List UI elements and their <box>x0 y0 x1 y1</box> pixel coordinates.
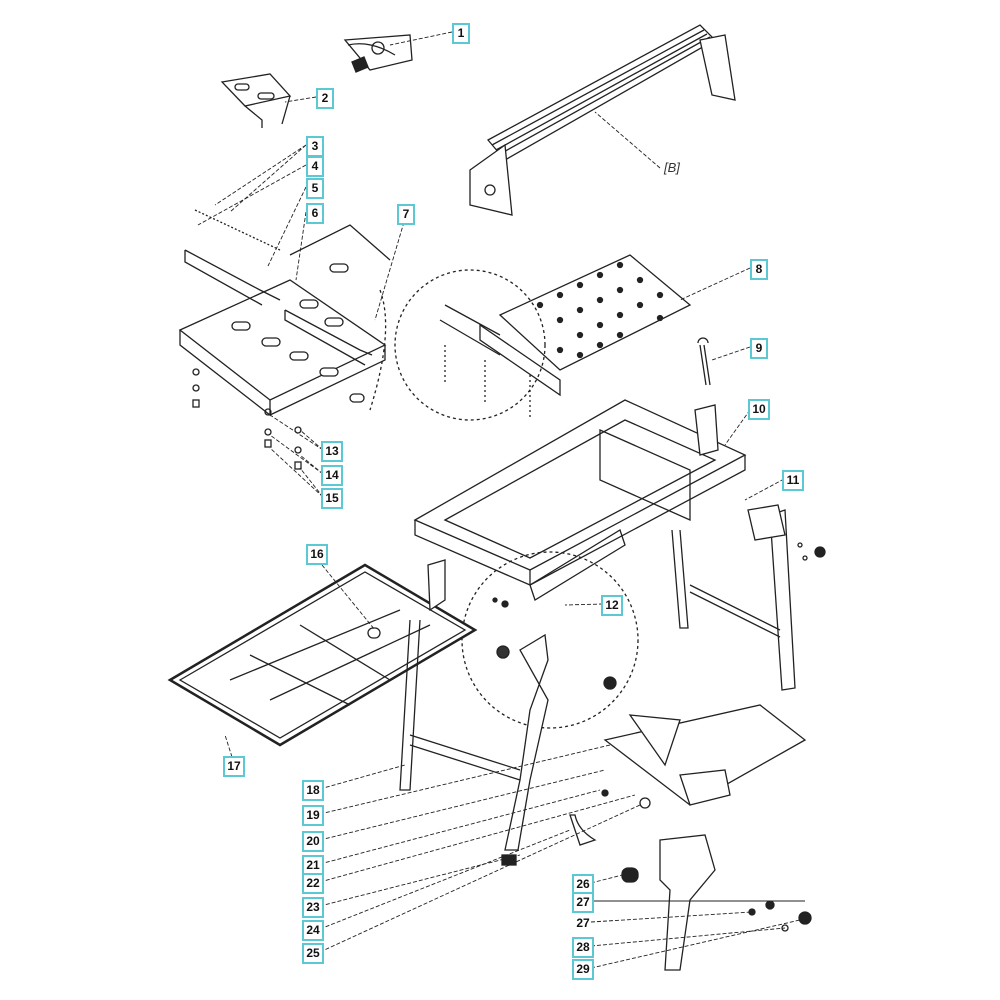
wrench-part <box>697 337 711 386</box>
part-label-14: 14 <box>321 465 343 486</box>
part-label-5: 5 <box>306 178 324 199</box>
part-label-29: 29 <box>572 959 594 980</box>
part-label-23: 23 <box>302 897 324 918</box>
part-label-1: 1 <box>452 23 470 44</box>
part-label-27: 27 <box>572 892 594 913</box>
part-label-18: 18 <box>302 780 324 801</box>
bracket-part <box>220 73 292 128</box>
leg-bracket-detail <box>461 551 639 851</box>
left-leg-assembly <box>399 559 597 866</box>
part-label-7: 7 <box>397 204 415 225</box>
part-label-16: 16 <box>306 544 328 565</box>
part-label-20: 20 <box>302 831 324 852</box>
part-label-17: 17 <box>223 756 245 777</box>
main-frame <box>413 399 747 601</box>
angle-gauge-part <box>343 34 413 73</box>
part-label-9: 9 <box>750 338 768 359</box>
part-label-12: 12 <box>601 595 623 616</box>
part-label-15: 15 <box>321 488 343 509</box>
part-label-25: 25 <box>302 943 324 964</box>
part-label-2: 2 <box>316 88 334 109</box>
part-label-6: 6 <box>306 203 324 224</box>
tray-part <box>167 563 478 747</box>
part-label-28: 28 <box>572 937 594 958</box>
part-label-10: 10 <box>748 399 770 420</box>
part-label-8: 8 <box>750 259 768 280</box>
callout-b: [B] <box>664 160 680 175</box>
bevel-plate-assembly <box>601 704 812 971</box>
part-label-13: 13 <box>321 441 343 462</box>
leader-lines <box>197 31 805 969</box>
left-extension-table <box>178 209 391 470</box>
part-label-11: 11 <box>782 470 804 491</box>
right-leg-assembly <box>671 504 826 691</box>
part-label-4: 4 <box>306 156 324 177</box>
rail-assembly-b <box>469 24 736 216</box>
part-label-27-plain: 27 <box>576 916 590 930</box>
part-label-22: 22 <box>302 873 324 894</box>
part-label-19: 19 <box>302 805 324 826</box>
perforated-plate <box>394 254 692 421</box>
part-label-3: 3 <box>306 136 324 157</box>
part-label-24: 24 <box>302 920 324 941</box>
part-label-21: 21 <box>302 855 324 876</box>
